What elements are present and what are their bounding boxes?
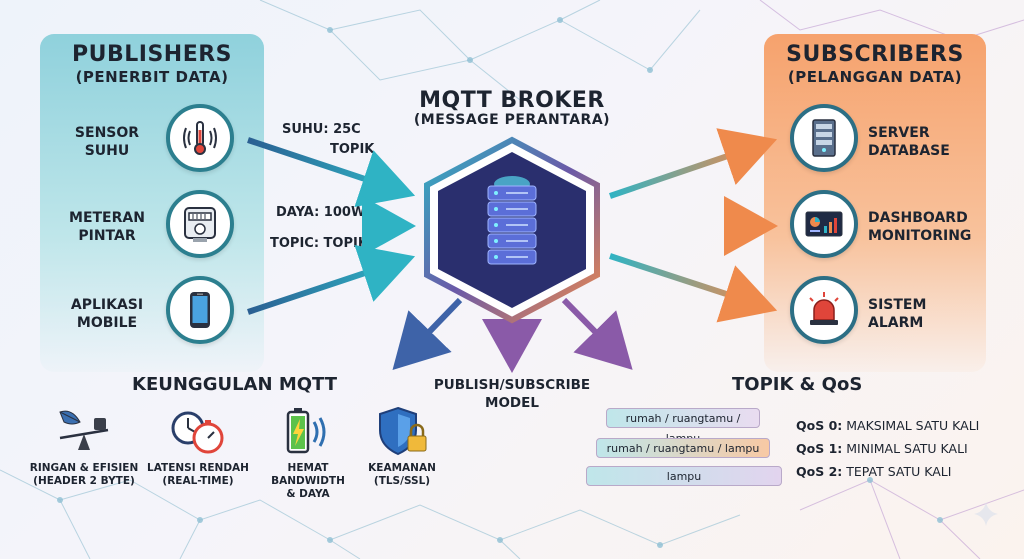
feature-line1: LATENSI RENDAH <box>147 462 249 474</box>
publisher-label-meter: METERAN PINTAR <box>62 209 152 245</box>
subscriber-label-line1: SERVER <box>868 125 930 141</box>
subscriber-label-line2: ALARM <box>868 315 924 331</box>
subscriber-database-node <box>790 104 858 172</box>
publisher-label-line1: METERAN <box>69 210 145 226</box>
feature-line2: & DAYA <box>286 488 330 500</box>
topics-title: TOPIK & QoS <box>732 374 863 395</box>
feature-low-latency: LATENSI RENDAH (REAL-TIME) <box>143 462 253 488</box>
sparkle-icon <box>974 502 998 526</box>
publisher-label-line1: APLIKASI <box>70 297 144 313</box>
feature-security: KEAMANAN (TLS/SSL) <box>347 462 457 488</box>
subscriber-label-line2: MONITORING <box>868 228 972 244</box>
feature-line2: (TLS/SSL) <box>373 475 431 487</box>
publisher-sensor-node <box>166 104 234 172</box>
message-value-power: DAYA: 100W <box>276 205 366 220</box>
topic-bar-2: rumah / ruangtamu / lampu <box>596 438 770 458</box>
subscriber-label-database: SERVER DATABASE <box>868 124 978 160</box>
features-title: KEUNGGULAN MQTT <box>132 374 338 395</box>
database-server-icon <box>812 119 836 157</box>
battery-signal-icon <box>286 408 326 454</box>
publishers-title: PUBLISHERS <box>71 42 233 67</box>
publisher-label-line2: PINTAR <box>78 228 136 244</box>
subscriber-label-line1: SISTEM <box>868 297 927 313</box>
broker-subtitle: (MESSAGE PERANTARA) <box>413 112 611 128</box>
topic-bar-3: lampu <box>586 466 782 486</box>
publisher-meter-node <box>166 190 234 258</box>
qos-desc: MAKSIMAL SATU KALI <box>846 418 980 433</box>
pubsub-model-label: PUBLISH/SUBSCRIBE MODEL <box>410 376 614 412</box>
stopwatch-icon <box>171 411 224 454</box>
qos-level: QoS 2: <box>796 464 843 479</box>
feature-lightweight: RINGAN & EFISIEN (HEADER 2 BYTE) <box>29 462 139 488</box>
subscriber-label-line1: DASHBOARD <box>868 210 968 226</box>
subscriber-label-line2: DATABASE <box>868 143 950 159</box>
subscribers-subtitle: (PELANGGAN DATA) <box>787 68 963 86</box>
topic-bar-1: rumah / ruangtamu / lampu <box>606 408 760 445</box>
message-topic-temperature: TOPIK <box>330 142 375 157</box>
feature-line1: HEMAT BANDWIDTH <box>271 462 345 487</box>
model-line2: MODEL <box>485 395 539 411</box>
feature-line1: KEAMANAN <box>368 462 436 474</box>
feature-line2: (HEADER 2 BYTE) <box>33 475 135 487</box>
qos-level: QoS 0: <box>796 418 843 433</box>
publisher-label-line2: SUHU <box>84 143 130 159</box>
shield-lock-icon <box>379 406 427 456</box>
subscribers-title: SUBSCRIBERS <box>786 42 964 67</box>
dashboard-icon <box>805 211 843 237</box>
publisher-label-line1: SENSOR <box>74 125 140 141</box>
subscriber-label-alarm: SISTEM ALARM <box>868 296 978 332</box>
subscriber-alarm-node <box>790 276 858 344</box>
publisher-label-mobile: APLIKASI MOBILE <box>62 296 152 332</box>
smartphone-icon <box>190 292 210 328</box>
model-line1: PUBLISH/SUBSCRIBE <box>433 377 591 393</box>
publisher-mobile-node <box>166 276 234 344</box>
subscriber-label-dashboard: DASHBOARD MONITORING <box>868 209 978 245</box>
subscriber-dashboard-node <box>790 190 858 258</box>
feather-scale-icon <box>59 410 109 450</box>
message-value-temperature: SUHU: 25C <box>282 122 361 137</box>
thermometer-icon <box>183 121 217 155</box>
broker-title: MQTT BROKER <box>419 88 605 113</box>
publisher-label-line2: MOBILE <box>76 315 138 331</box>
smart-meter-icon <box>184 207 216 242</box>
qos-desc: TEPAT SATU KALI <box>846 464 952 479</box>
message-topic-power: TOPIC: TOPIK <box>270 236 368 251</box>
feature-line1: RINGAN & EFISIEN <box>29 462 139 474</box>
qos-1: QoS 1: MINIMAL SATU KALI <box>796 441 968 456</box>
feature-bandwidth: HEMAT BANDWIDTH & DAYA <box>253 462 363 501</box>
qos-0: QoS 0: MAKSIMAL SATU KALI <box>796 418 979 433</box>
qos-level: QoS 1: <box>796 441 843 456</box>
publisher-label-sensor: SENSOR SUHU <box>62 124 152 160</box>
publishers-subtitle: (PENERBIT DATA) <box>75 68 229 86</box>
feature-line2: (REAL-TIME) <box>162 475 234 487</box>
alarm-siren-icon <box>809 292 839 325</box>
qos-2: QoS 2: TEPAT SATU KALI <box>796 464 951 479</box>
qos-desc: MINIMAL SATU KALI <box>846 441 968 456</box>
